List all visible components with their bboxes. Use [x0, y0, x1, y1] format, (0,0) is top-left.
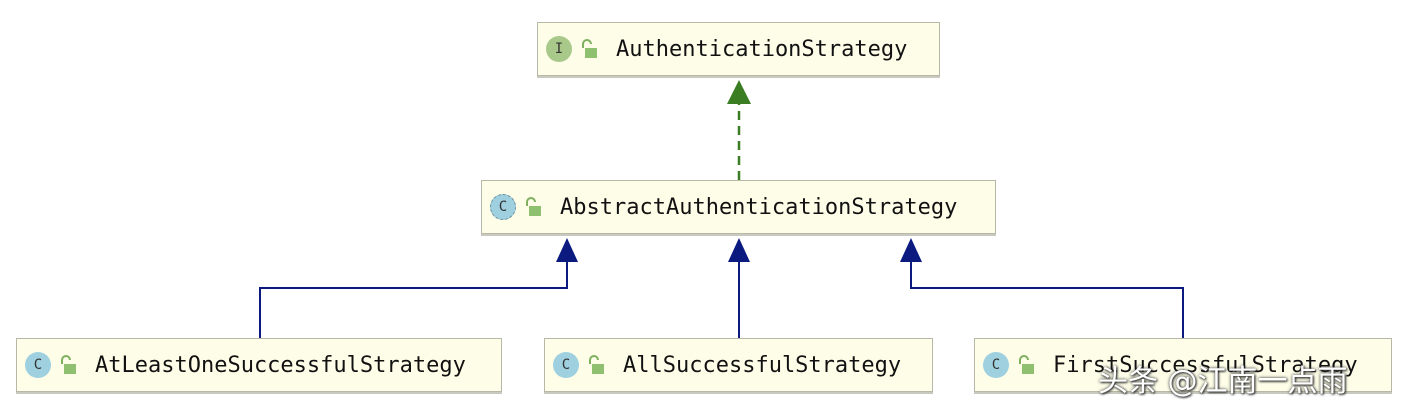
extends-arrowhead-first-successful: [900, 238, 922, 262]
node-first-successful-strategy[interactable]: C FirstSuccessfulStrategy: [974, 338, 1392, 392]
node-abstract-authentication-strategy[interactable]: C AbstractAuthenticationStrategy: [481, 180, 996, 234]
unlocked-padlock-icon: [526, 197, 541, 216]
node-all-successful-strategy[interactable]: C AllSuccessfulStrategy: [544, 338, 933, 392]
abstract-class-badge-icon: C: [490, 194, 516, 220]
node-label: AtLeastOneSuccessfulStrategy: [95, 352, 466, 378]
extends-edge-first-successful: [910, 262, 1184, 338]
implements-arrowhead: [727, 80, 751, 104]
node-label: AllSuccessfulStrategy: [623, 352, 902, 378]
extends-arrowhead-all-successful: [728, 238, 750, 262]
node-at-least-one-successful-strategy[interactable]: C AtLeastOneSuccessfulStrategy: [16, 338, 502, 392]
unlocked-padlock-icon: [589, 355, 604, 374]
extends-edge-at-least-one: [259, 262, 568, 338]
interface-badge-icon: I: [546, 36, 572, 62]
unlocked-padlock-icon: [61, 355, 76, 374]
extends-arrowhead-at-least-one: [556, 238, 578, 262]
node-label: FirstSuccessfulStrategy: [1053, 352, 1358, 378]
unlocked-padlock-icon: [1019, 355, 1034, 374]
class-badge-icon: C: [25, 352, 51, 378]
node-label: AbstractAuthenticationStrategy: [560, 194, 958, 220]
unlocked-padlock-icon: [582, 39, 597, 58]
node-label: AuthenticationStrategy: [616, 36, 908, 62]
node-authentication-strategy[interactable]: I AuthenticationStrategy: [537, 22, 940, 76]
class-badge-icon: C: [553, 352, 579, 378]
class-badge-icon: C: [983, 352, 1009, 378]
